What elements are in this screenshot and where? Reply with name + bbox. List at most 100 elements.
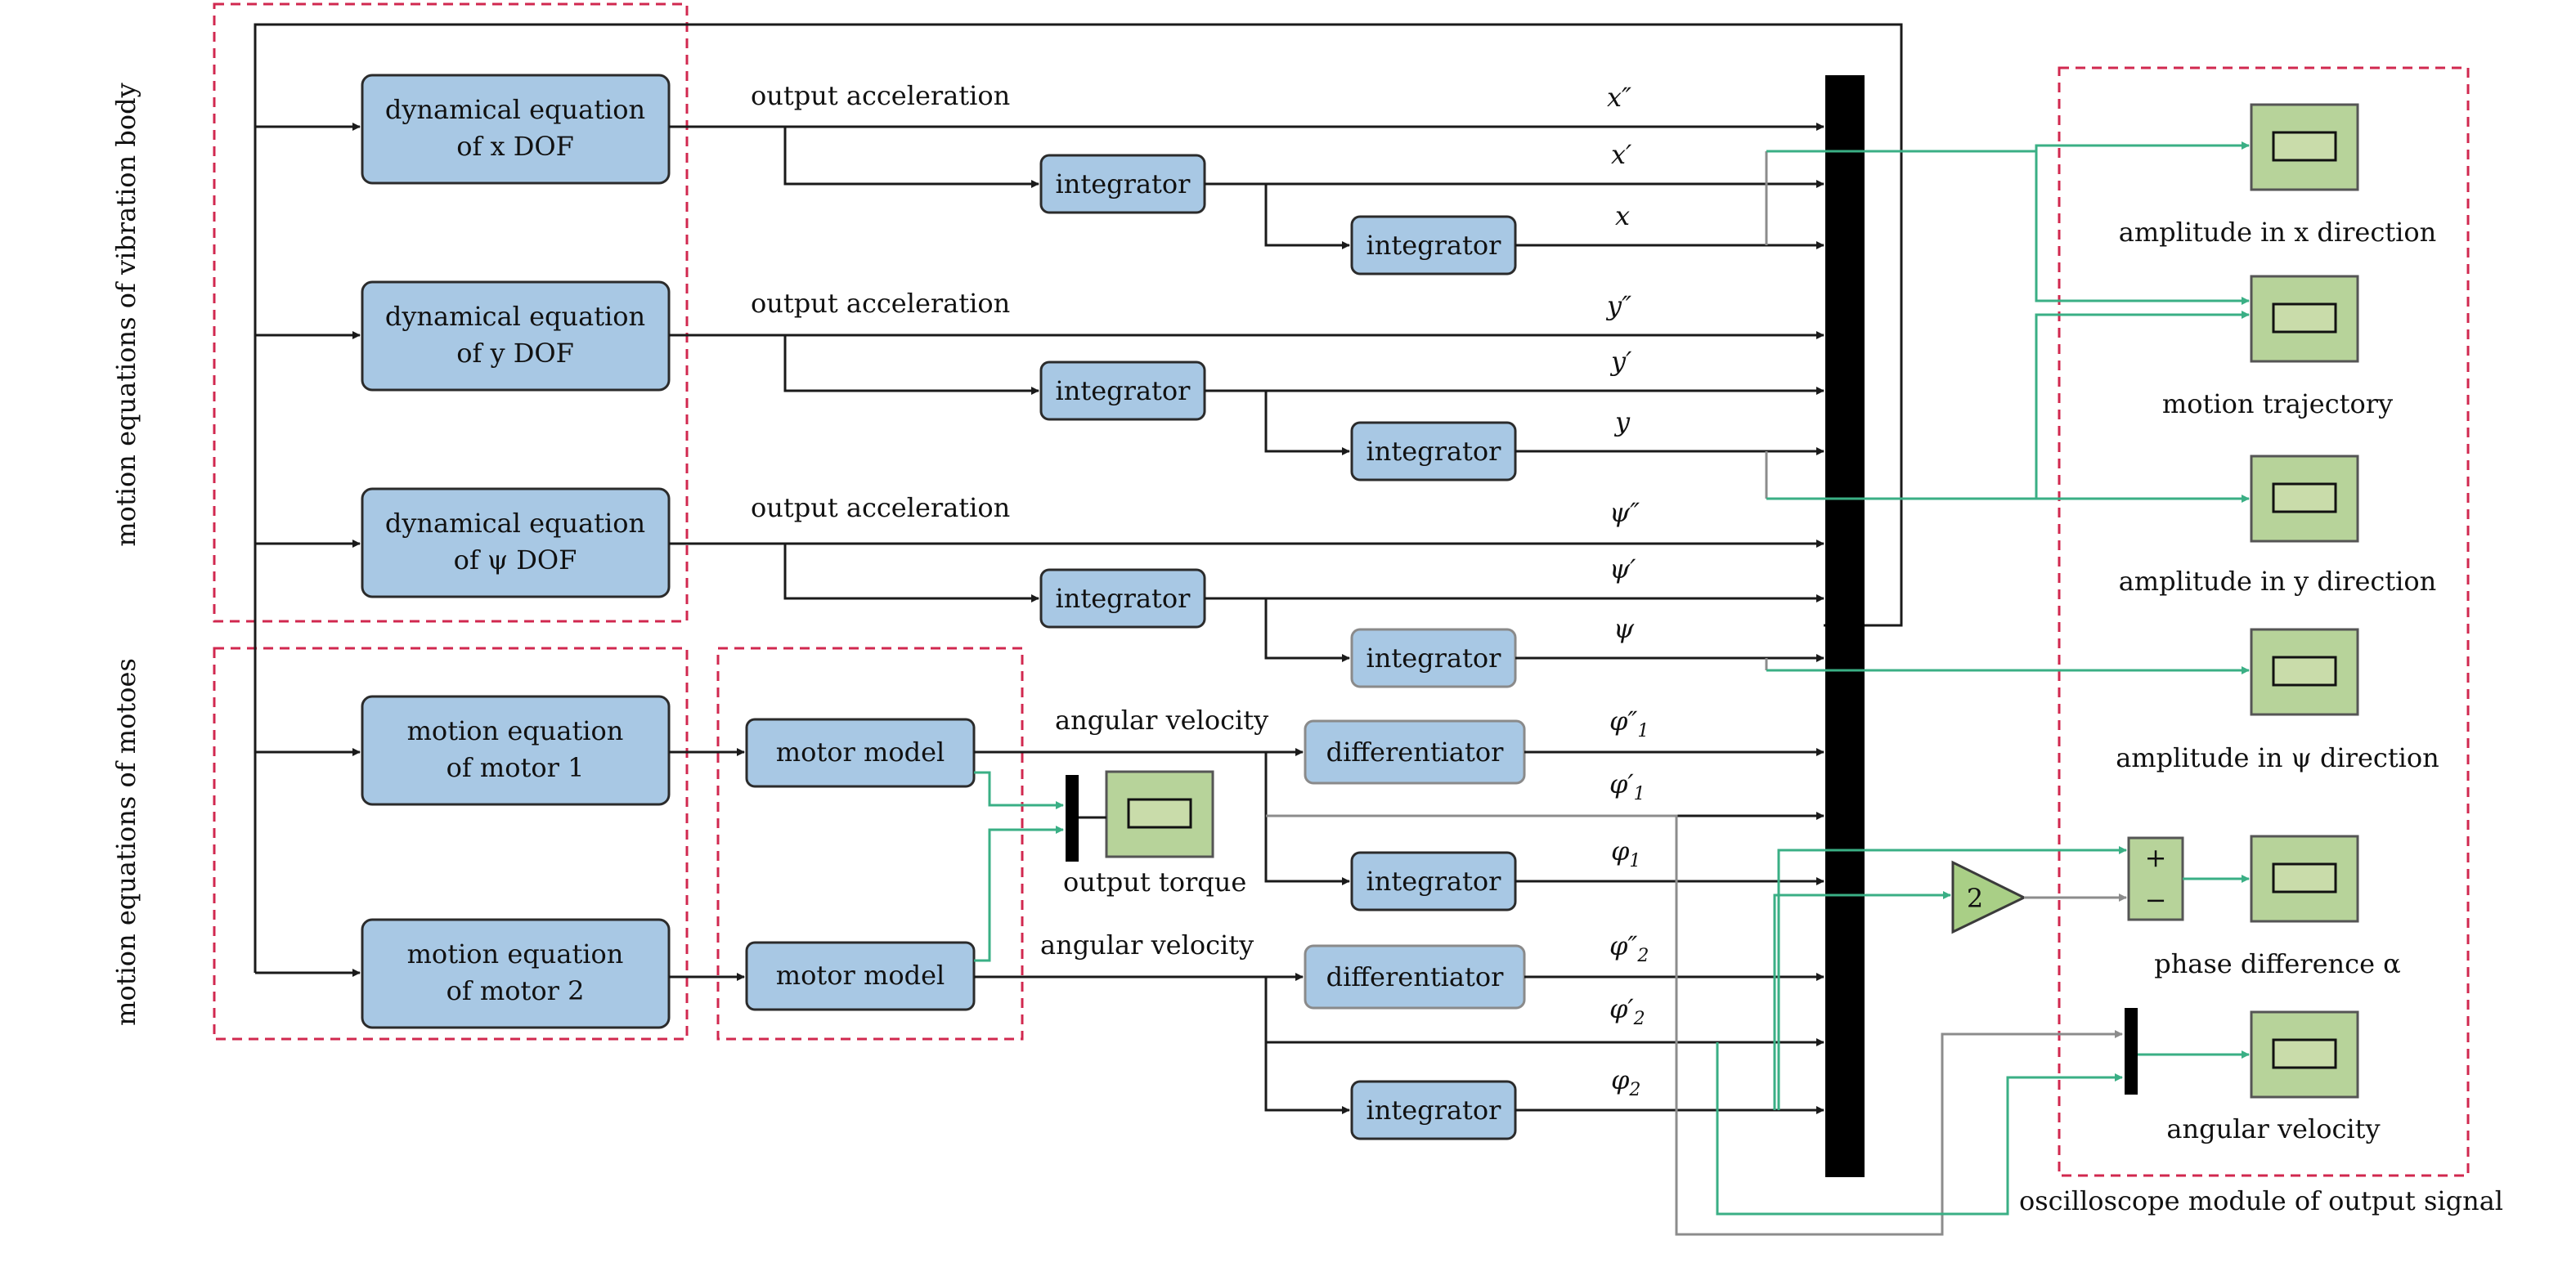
block-integrator-y1-label: integrator bbox=[1056, 375, 1192, 406]
signal-phi2-2: φ″2 bbox=[1609, 930, 1649, 966]
block-integrator-psi0-label: integrator bbox=[1367, 643, 1502, 674]
block-dyn-y-line2: of y DOF bbox=[456, 338, 574, 369]
wire-x-to-int1 bbox=[783, 127, 1039, 188]
block-differentiator-1-label: differentiator bbox=[1326, 737, 1505, 768]
block-motor-model-1[interactable]: motor model bbox=[745, 718, 976, 788]
scope-motion-trajectory[interactable] bbox=[2250, 275, 2359, 363]
signal-phi2-2-sub: 2 bbox=[1636, 946, 1649, 966]
wire-psi1-to-int2 bbox=[1264, 598, 1350, 662]
wire-x-to-trajectory bbox=[2035, 151, 2250, 305]
group-frame-motor-models bbox=[716, 647, 1024, 1041]
signal-x1: x′ bbox=[1611, 139, 1632, 170]
block-dyn-x[interactable]: dynamical equation of x DOF bbox=[361, 74, 671, 185]
feedback-bus bbox=[254, 23, 1903, 973]
label-angular-velocity-scope: angular velocity bbox=[2166, 1113, 2380, 1144]
block-dyn-psi-line1: dynamical equation bbox=[385, 508, 645, 539]
signal-x2: x″ bbox=[1607, 82, 1631, 113]
block-dyn-x-line2: of x DOF bbox=[456, 131, 574, 162]
scope-output-torque[interactable] bbox=[1105, 770, 1214, 858]
group-title-motors: motion equations of motoes bbox=[110, 658, 141, 1026]
block-integrator-y0[interactable]: integrator bbox=[1350, 421, 1517, 481]
signal-phi2-0-sub: 2 bbox=[1628, 1080, 1640, 1100]
label-amplitude-y: amplitude in y direction bbox=[2119, 566, 2437, 597]
block-integrator-x0[interactable]: integrator bbox=[1350, 215, 1517, 275]
wire-y1-to-int2 bbox=[1264, 391, 1350, 455]
wire-x-to-scope bbox=[1766, 141, 2250, 153]
block-motor-eq-2-line1: motion equation bbox=[407, 938, 624, 970]
block-motor-eq-2[interactable]: motion equation of motor 2 bbox=[361, 918, 671, 1029]
wire-phi2-to-gain bbox=[1773, 891, 1951, 1110]
block-integrator-psi1-label: integrator bbox=[1056, 583, 1192, 614]
signal-phi1-0-sub: 1 bbox=[1629, 851, 1640, 871]
wire-y-to-trajectory bbox=[2035, 311, 2250, 499]
wire-psi-to-int1 bbox=[783, 544, 1039, 602]
label-output-acceleration-psi: output acceleration bbox=[751, 492, 1010, 523]
label-angular-velocity-1: angular velocity bbox=[1055, 705, 1268, 736]
wire-phi2-branch bbox=[1264, 977, 1350, 1114]
block-motor-eq-1[interactable]: motion equation of motor 1 bbox=[361, 695, 671, 806]
group-title-oscilloscope: oscilloscope module of output signal bbox=[2019, 1185, 2503, 1216]
signal-y1: y′ bbox=[1609, 346, 1632, 377]
block-integrator-phi1[interactable]: integrator bbox=[1350, 851, 1517, 911]
block-integrator-y1[interactable]: integrator bbox=[1039, 361, 1206, 421]
group-title-vibration-body-line1: motion equations of vibration body bbox=[110, 83, 141, 546]
block-differentiator-2-label: differentiator bbox=[1326, 961, 1505, 992]
block-motor-model-2[interactable]: motor model bbox=[745, 941, 976, 1011]
signal-phi1-2: φ″1 bbox=[1609, 705, 1649, 741]
label-amplitude-psi: amplitude in ψ direction bbox=[2116, 742, 2439, 773]
block-sum[interactable]: + − bbox=[2127, 836, 2184, 921]
block-integrator-psi0[interactable]: integrator bbox=[1350, 628, 1517, 688]
scope-angular-velocity[interactable] bbox=[2250, 1010, 2359, 1099]
block-integrator-phi1-label: integrator bbox=[1367, 866, 1502, 897]
signal-psi0: ψ bbox=[1613, 613, 1635, 644]
block-dyn-y[interactable]: dynamical equation of y DOF bbox=[361, 280, 671, 392]
block-integrator-phi2[interactable]: integrator bbox=[1350, 1080, 1517, 1140]
label-amplitude-x: amplitude in x direction bbox=[2119, 217, 2437, 248]
signal-phi2-1-sub: 2 bbox=[1633, 1009, 1645, 1029]
scope-phase-difference[interactable] bbox=[2250, 835, 2359, 923]
block-integrator-x1-label: integrator bbox=[1056, 168, 1192, 199]
block-differentiator-1[interactable]: differentiator bbox=[1304, 719, 1526, 785]
angvel-mux-bar bbox=[2125, 1008, 2138, 1095]
signal-psi1: ψ′ bbox=[1609, 553, 1636, 584]
label-output-torque: output torque bbox=[1063, 867, 1246, 898]
block-dyn-x-line1: dynamical equation bbox=[385, 94, 645, 125]
block-integrator-x0-label: integrator bbox=[1367, 230, 1502, 261]
block-dyn-psi[interactable]: dynamical equation of ψ DOF bbox=[361, 487, 671, 598]
torque-mux-bar bbox=[1066, 775, 1079, 862]
block-integrator-y0-label: integrator bbox=[1367, 436, 1502, 467]
signal-phi1-1: φ′1 bbox=[1609, 768, 1645, 804]
signal-phi1-0: φ1 bbox=[1611, 835, 1640, 871]
wire-y-to-int1 bbox=[783, 335, 1039, 395]
block-motor-model-2-label: motor model bbox=[776, 960, 945, 991]
block-differentiator-2[interactable]: differentiator bbox=[1304, 944, 1526, 1010]
mux-bar bbox=[1825, 75, 1865, 1177]
signal-phi2-1: φ′2 bbox=[1609, 993, 1645, 1029]
block-dyn-psi-line2: of ψ DOF bbox=[454, 544, 577, 576]
scope-amplitude-psi[interactable] bbox=[2250, 628, 2359, 716]
block-integrator-phi2-label: integrator bbox=[1367, 1095, 1502, 1126]
signal-x0: x bbox=[1615, 200, 1630, 231]
scope-amplitude-x[interactable] bbox=[2250, 103, 2359, 191]
wire-torque-2 bbox=[974, 826, 1064, 962]
scope-amplitude-y[interactable] bbox=[2250, 455, 2359, 543]
block-sum-minus: − bbox=[2145, 885, 2167, 916]
block-sum-plus: + bbox=[2145, 842, 2167, 873]
block-motor-eq-1-line1: motion equation bbox=[407, 715, 624, 746]
wire-torque-1 bbox=[974, 771, 1064, 809]
block-gain[interactable]: 2 bbox=[1951, 860, 2027, 934]
signal-phi2-0: φ2 bbox=[1611, 1064, 1640, 1100]
block-motor-model-1-label: motor model bbox=[776, 737, 945, 768]
signal-phi1-1-sub: 1 bbox=[1634, 784, 1645, 804]
wire-x1-to-int2 bbox=[1264, 184, 1350, 249]
label-phase-difference: phase difference α bbox=[2154, 948, 2401, 979]
signal-y2: y″ bbox=[1605, 290, 1631, 321]
signal-psi2: ψ″ bbox=[1609, 497, 1640, 528]
block-motor-eq-2-line2: of motor 2 bbox=[447, 975, 585, 1006]
wire-phi1-branch bbox=[1264, 752, 1350, 885]
signal-phi1-2-sub: 1 bbox=[1637, 721, 1649, 741]
block-integrator-psi1[interactable]: integrator bbox=[1039, 568, 1206, 629]
block-dyn-y-line1: dynamical equation bbox=[385, 301, 645, 332]
block-integrator-x1[interactable]: integrator bbox=[1039, 154, 1206, 214]
